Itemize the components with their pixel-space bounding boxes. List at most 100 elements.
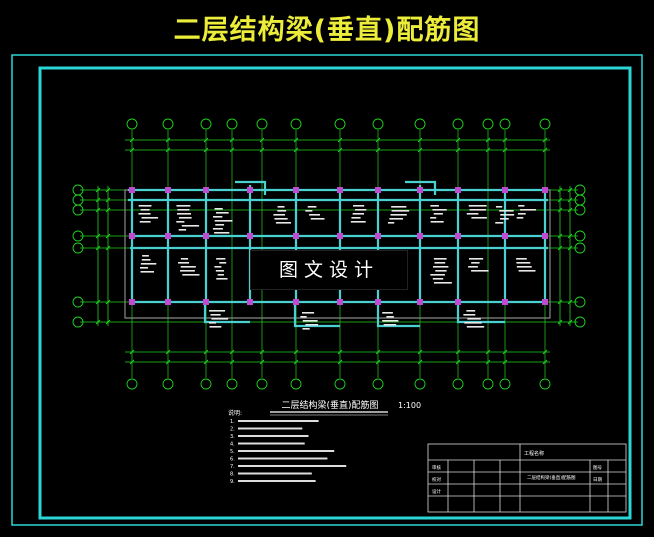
rebar-label — [212, 228, 223, 230]
dimension-tick — [502, 147, 508, 153]
rebar-label — [350, 221, 366, 223]
column — [203, 233, 209, 239]
rebar-label — [352, 205, 365, 207]
rebar-label — [516, 262, 531, 264]
rebar-label — [141, 259, 151, 261]
rebar-label — [464, 322, 482, 324]
tb-right-2: 日期 — [593, 477, 602, 483]
dimension-tick — [203, 349, 209, 355]
dimension-tick — [337, 147, 343, 153]
note-text-line — [238, 442, 305, 445]
rebar-label — [469, 209, 486, 211]
rebar-label — [382, 320, 399, 322]
project-label: 工程名称 — [524, 450, 544, 457]
axis-bubble — [226, 118, 238, 130]
dimension-tick — [259, 147, 265, 153]
rebar-label — [471, 217, 487, 219]
rebar-label — [499, 210, 514, 212]
rebar-label — [471, 270, 489, 272]
dimension-tick — [259, 137, 265, 143]
note-text-line — [238, 465, 347, 467]
axis-bubble — [72, 204, 84, 216]
dimension-tick — [105, 299, 111, 305]
scale-label: 1:100 — [398, 401, 421, 410]
rebar-label — [217, 274, 224, 276]
rebar-label — [469, 258, 484, 260]
column — [129, 299, 135, 305]
rebar-label — [355, 209, 367, 211]
dimension-tick — [259, 359, 265, 365]
note-text-line — [238, 457, 328, 460]
column — [337, 187, 343, 193]
rebar-label — [466, 213, 479, 215]
rebar-label — [176, 205, 191, 207]
dimension-tick — [259, 349, 265, 355]
dimension-tick — [337, 349, 343, 355]
axis-bubble — [334, 118, 346, 130]
rebar-label — [181, 225, 200, 227]
rebar-label — [302, 328, 310, 330]
dimension-tick — [485, 137, 491, 143]
dimension-tick — [417, 147, 423, 153]
axis-bubble — [414, 378, 426, 390]
note-text-line — [238, 450, 335, 452]
dimension-tick — [567, 207, 573, 213]
dimension-tick — [542, 349, 548, 355]
rebar-label — [140, 263, 157, 265]
dimension-tick — [557, 187, 563, 193]
rebar-label — [140, 267, 148, 269]
tb-label-2: 校对 — [432, 476, 441, 483]
rebar-label — [300, 316, 307, 318]
dimension-tick — [417, 137, 423, 143]
dimension-tick — [557, 245, 563, 251]
rebar-label — [180, 258, 189, 260]
dimension-tick — [203, 359, 209, 365]
note-text-line — [238, 420, 319, 422]
outer-frame — [11, 54, 643, 526]
rebar-label — [215, 224, 225, 226]
column — [417, 299, 423, 305]
rebar-label — [214, 232, 230, 234]
rebar-label — [178, 262, 190, 264]
column — [337, 299, 343, 305]
rebar-label — [178, 229, 187, 231]
rebar-label — [210, 314, 221, 316]
dimension-tick — [542, 137, 548, 143]
dimension-tick — [557, 207, 563, 213]
column — [502, 299, 508, 305]
rebar-label — [176, 221, 185, 223]
rebar-label — [467, 318, 481, 320]
axis-bubble — [574, 316, 586, 328]
rebar-label — [180, 266, 196, 268]
axis-bubble — [574, 242, 586, 254]
column — [247, 299, 253, 305]
dimension-tick — [375, 137, 381, 143]
dimension-tick — [375, 359, 381, 365]
rebar-label — [432, 278, 444, 280]
rebar-label — [140, 209, 150, 211]
column — [293, 233, 299, 239]
rebar-label — [275, 222, 292, 224]
sub-title: 二层结构梁(垂直)配筋图 — [281, 399, 378, 411]
note-text-line — [238, 472, 312, 475]
rebar-label — [435, 270, 447, 272]
rebar-label — [386, 316, 394, 318]
rebar-label — [214, 208, 223, 210]
rebar-label — [138, 213, 151, 215]
dimension-tick — [203, 137, 209, 143]
dimension-tick — [337, 137, 343, 143]
rebar-label — [351, 217, 361, 219]
axis-bubble — [256, 378, 268, 390]
dimension-tick — [203, 147, 209, 153]
axis-bubble — [72, 316, 84, 328]
rebar-label — [430, 221, 444, 223]
rebar-label — [433, 213, 443, 215]
rebar-label — [216, 212, 229, 214]
column — [203, 299, 209, 305]
dimension-tick — [129, 147, 135, 153]
dimension-tick — [229, 147, 235, 153]
dimension-tick — [165, 137, 171, 143]
column — [293, 187, 299, 193]
rebar-label — [516, 258, 527, 260]
dimension-tick — [455, 137, 461, 143]
